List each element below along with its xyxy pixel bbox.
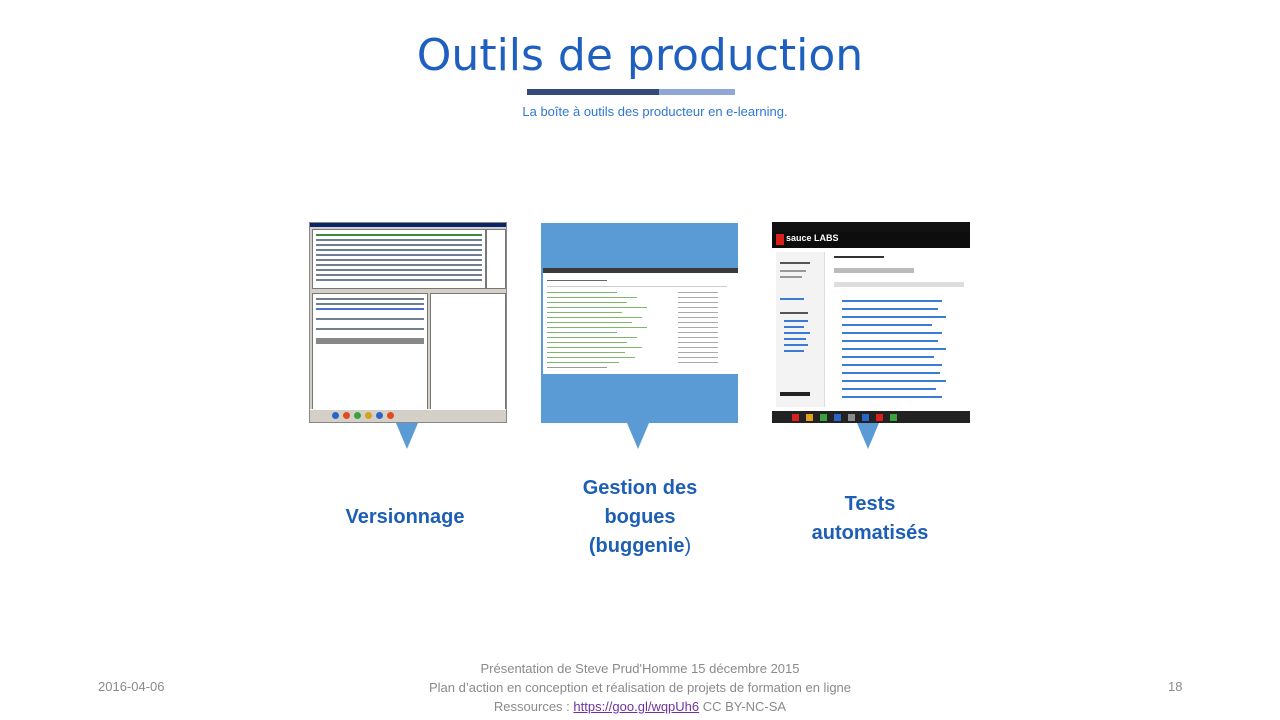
taskbar <box>310 409 506 422</box>
automated-tests-screenshot: sauce LABS <box>772 222 970 423</box>
app-icon <box>862 414 869 421</box>
taskbar <box>772 411 970 423</box>
automated-tests-pointer <box>857 423 879 449</box>
app-icon <box>387 412 394 419</box>
app-icon <box>365 412 372 419</box>
app-icon <box>332 412 339 419</box>
app-icon <box>876 414 883 421</box>
slide-title: Outils de production <box>416 30 864 81</box>
slide-subtitle: La boîte à outils des producteur en e-le… <box>522 104 788 119</box>
title-underline <box>527 89 735 95</box>
files-pane <box>430 293 506 413</box>
bug-tracker-pointer <box>627 423 649 449</box>
sauce-brand: sauce LABS <box>786 233 839 243</box>
footer-line-1: Présentation de Steve Prud'Homme 15 déce… <box>480 661 800 676</box>
title-underline-dark <box>527 89 659 95</box>
app-icon <box>343 412 350 419</box>
footer-date: 2016-04-06 <box>98 679 165 694</box>
page-header <box>543 268 738 273</box>
app-icon <box>848 414 855 421</box>
resources-link[interactable]: https://goo.gl/wqpUh6 <box>573 699 700 714</box>
sauce-logo-icon <box>776 234 784 245</box>
versioning-screenshot <box>309 222 507 423</box>
app-icon <box>806 414 813 421</box>
app-icon <box>376 412 383 419</box>
app-icon <box>820 414 827 421</box>
sauce-header <box>772 232 970 248</box>
bug-tracking-label: Gestion des bogues (buggenie) <box>582 477 698 557</box>
title-underline-light <box>659 89 735 95</box>
versioning-label: Versionnage <box>345 506 465 528</box>
footer-line-3: Ressources : https://goo.gl/wqpUh6 CC BY… <box>493 699 787 714</box>
automated-tests-label: Tests automatisés <box>811 493 929 544</box>
app-icon <box>834 414 841 421</box>
footer-credits: Présentation de Steve Prud'Homme 15 déce… <box>340 659 940 716</box>
sauce-sidebar <box>776 252 825 407</box>
bug-tracker-screenshot <box>541 223 738 423</box>
app-icon <box>792 414 799 421</box>
window-titlebar <box>310 223 506 227</box>
log-pane <box>312 229 486 289</box>
bug-list-page <box>543 268 738 374</box>
side-pane <box>486 229 506 289</box>
app-icon <box>354 412 361 419</box>
diff-pane <box>312 293 428 413</box>
versioning-pointer <box>396 423 418 449</box>
footer-line-2: Plan d’action en conception et réalisati… <box>428 680 852 695</box>
app-icon <box>890 414 897 421</box>
page-number: 18 <box>1168 679 1183 694</box>
